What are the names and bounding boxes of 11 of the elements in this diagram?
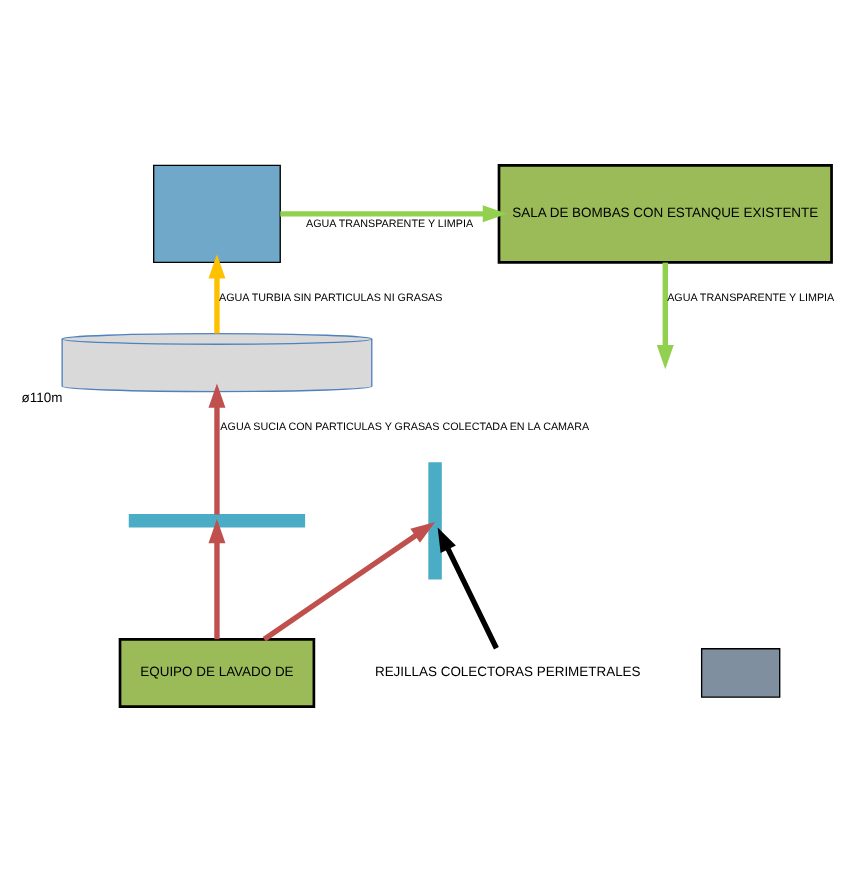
arrow	[208, 382, 226, 514]
arrow	[208, 517, 226, 639]
node-box	[153, 163, 281, 262]
node-box	[700, 647, 781, 697]
node-bar	[428, 461, 442, 579]
arrow	[208, 253, 226, 333]
arrow	[280, 204, 508, 222]
node-bar	[128, 513, 306, 527]
arrow	[437, 526, 499, 649]
arrow	[262, 521, 436, 641]
arrow	[656, 261, 674, 369]
